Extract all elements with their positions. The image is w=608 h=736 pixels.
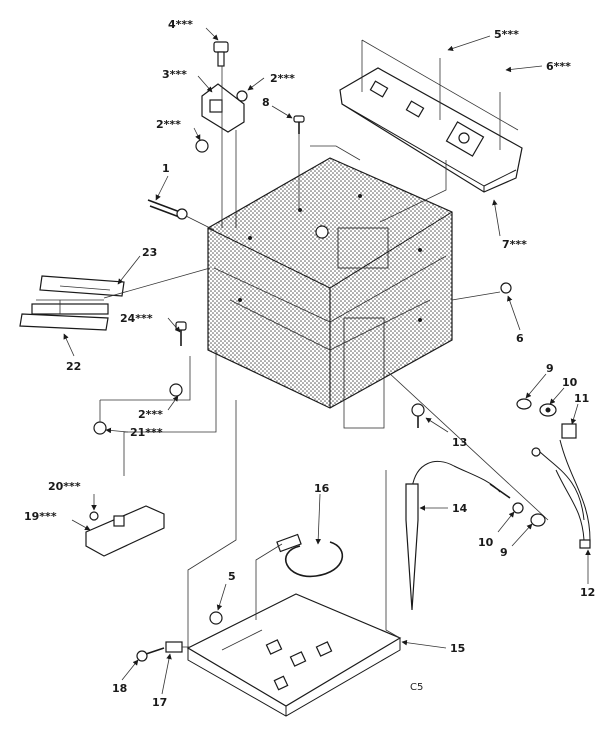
label-part-1: 1 bbox=[162, 162, 170, 175]
heater-16 bbox=[276, 533, 344, 578]
label-part-5a: 5*** bbox=[494, 28, 519, 41]
label-part-3: 3*** bbox=[162, 68, 187, 81]
label-part-13: 13 bbox=[452, 436, 467, 449]
rod-1 bbox=[147, 199, 215, 231]
label-part-16: 16 bbox=[314, 482, 330, 495]
probe-14 bbox=[405, 460, 546, 611]
grommet-10a bbox=[539, 403, 557, 417]
label-part-2a: 2*** bbox=[270, 72, 295, 85]
screw-13 bbox=[411, 403, 425, 428]
control-bracket bbox=[339, 39, 523, 193]
bracket-22 bbox=[19, 299, 109, 331]
connector-11 bbox=[531, 423, 577, 457]
nut-2c bbox=[169, 383, 183, 397]
label-part-21: 21*** bbox=[130, 426, 163, 439]
label-part-4: 4*** bbox=[168, 18, 193, 31]
callout-arrows bbox=[63, 27, 591, 695]
leader-panel bbox=[103, 267, 211, 299]
label-part-7: 7*** bbox=[502, 238, 527, 251]
label-part-20: 20*** bbox=[48, 480, 81, 493]
label-part-18: 18 bbox=[112, 682, 127, 695]
label-part-12: 12 bbox=[580, 586, 595, 599]
screw-24 bbox=[175, 321, 187, 346]
label-part-2c: 2*** bbox=[138, 408, 163, 421]
label-part-15: 15 bbox=[450, 642, 465, 655]
latch-assembly bbox=[195, 41, 248, 228]
label-part-5b: 5 bbox=[228, 570, 236, 583]
screw-21 bbox=[93, 356, 191, 435]
label-part-9a: 9 bbox=[546, 362, 554, 375]
label-part-8: 8 bbox=[262, 96, 270, 109]
label-part-22: 22 bbox=[66, 360, 81, 373]
label-part-19: 19*** bbox=[24, 510, 57, 523]
washer-9a bbox=[516, 398, 532, 410]
leader-top bbox=[310, 145, 361, 161]
label-part-2b: 2*** bbox=[156, 118, 181, 131]
spacer-17 bbox=[165, 641, 190, 653]
leader-tray-left bbox=[187, 400, 237, 648]
label-part-10b: 10 bbox=[478, 536, 494, 549]
corner-code: C5 bbox=[410, 682, 423, 693]
leader-bracket bbox=[379, 160, 447, 223]
leader-tray-mid bbox=[255, 543, 283, 620]
label-part-14: 14 bbox=[452, 502, 468, 515]
bottom-tray-15 bbox=[186, 593, 402, 717]
harness-12 bbox=[539, 439, 591, 549]
leader-right bbox=[387, 371, 549, 521]
label-part-6a: 6*** bbox=[546, 60, 571, 73]
bracket-19 bbox=[85, 505, 165, 557]
screw-5b bbox=[209, 611, 223, 625]
screw-8 bbox=[293, 115, 305, 212]
label-part-9b: 9 bbox=[500, 546, 508, 559]
label-part-11: 11 bbox=[574, 392, 589, 405]
label-part-24: 24*** bbox=[120, 312, 153, 325]
screw-6b bbox=[451, 282, 512, 301]
label-part-17: 17 bbox=[152, 696, 167, 709]
screw-18 bbox=[136, 647, 165, 662]
label-part-10a: 10 bbox=[562, 376, 578, 389]
label-part-23: 23 bbox=[142, 246, 157, 259]
leader-lower bbox=[123, 350, 217, 476]
oven-cavity bbox=[207, 157, 453, 429]
panel-23 bbox=[39, 275, 125, 297]
leader-tray-right bbox=[385, 470, 401, 639]
label-part-6b: 6 bbox=[516, 332, 524, 345]
